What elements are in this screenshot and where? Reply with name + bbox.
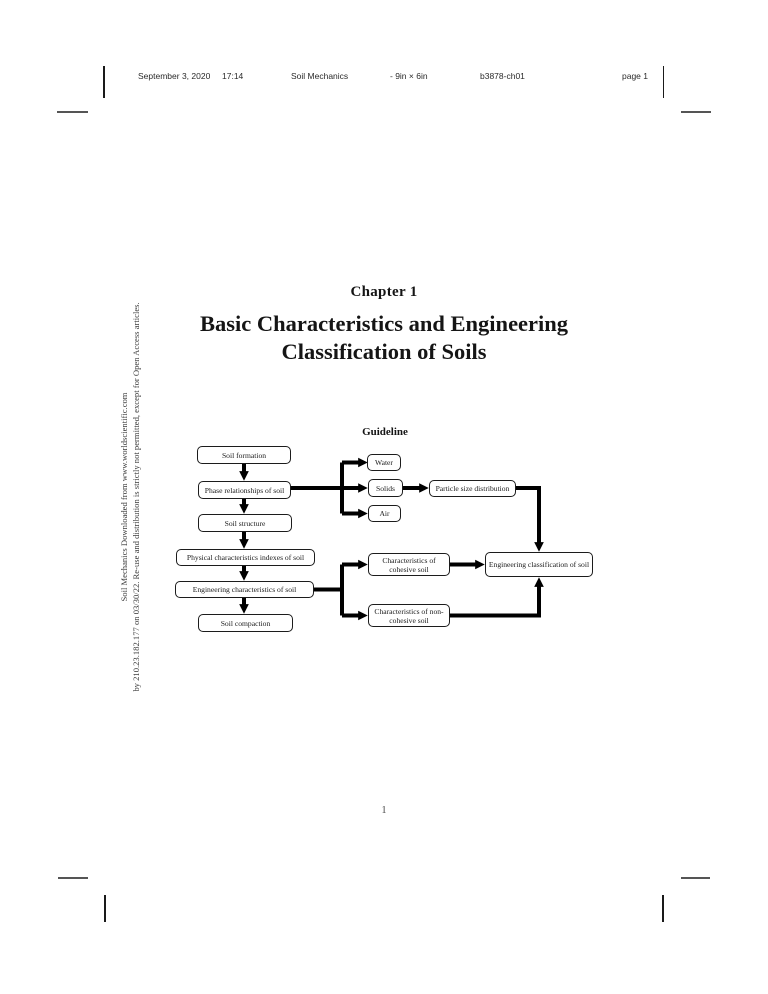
crop-mark-bottom-right-horizontal	[681, 876, 710, 879]
node-physical-characteristics: Physical characteristics indexes of soil	[176, 549, 315, 566]
node-cohesive-soil: Characteristics of cohesive soil	[368, 553, 450, 576]
node-soil-compaction: Soil compaction	[198, 614, 293, 632]
chapter-title-line-1: Basic Characteristics and Engineering	[199, 311, 569, 336]
flowchart-arrows	[239, 457, 544, 621]
crop-mark-bottom-left-vertical	[104, 895, 106, 922]
guideline-flowchart: Guideline Soil formation Phase relations…	[170, 425, 600, 640]
chapter-label: Chapter 1	[350, 284, 418, 300]
flowchart-title: Guideline	[362, 426, 408, 438]
header-trim-size: - 9in × 6in	[390, 71, 428, 81]
crop-mark-bottom-left-horizontal	[58, 876, 88, 879]
crop-mark-bottom-right-vertical	[662, 895, 664, 922]
node-particle-size-distribution: Particle size distribution	[429, 480, 516, 497]
node-phase-relationships: Phase relationships of soil	[198, 481, 291, 499]
crop-mark-top-left-vertical	[103, 66, 105, 98]
node-solids: Solids	[368, 479, 403, 497]
node-non-cohesive-soil: Characteristics of non-cohesive soil	[368, 604, 450, 627]
crop-mark-top-right-vertical	[662, 66, 665, 98]
header-book-title: Soil Mechanics	[291, 71, 349, 81]
chapter-title-line-2: Classification of Soils	[281, 339, 487, 364]
page-number: 1	[381, 805, 387, 816]
node-soil-formation: Soil formation	[197, 446, 291, 464]
crop-mark-top-right-horizontal	[681, 111, 711, 113]
node-water: Water	[367, 454, 401, 471]
crop-mark-top-left-horizontal	[57, 111, 88, 113]
chapter-title: Basic Characteristics and Engineering Cl…	[0, 310, 768, 366]
header-file-id: b3878-ch01	[480, 71, 525, 81]
node-engineering-classification: Engineering classification of soil	[485, 552, 593, 577]
node-air: Air	[368, 505, 401, 522]
node-soil-structure: Soil structure	[198, 514, 292, 532]
header-date: September 3, 2020	[138, 71, 211, 81]
node-engineering-characteristics: Engineering characteristics of soil	[175, 581, 314, 598]
header-time: 17:14	[222, 71, 244, 81]
header-page-label: page 1	[622, 71, 648, 81]
